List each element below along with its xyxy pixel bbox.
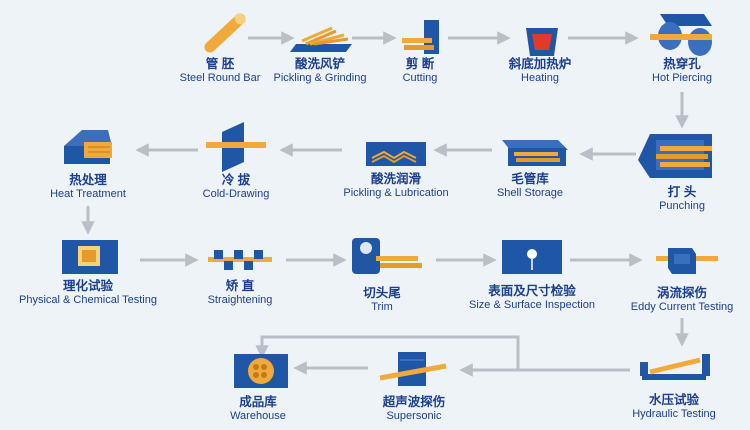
- step-label-zh: 打 头: [667, 185, 697, 199]
- step-label-zh: 涡流探伤: [656, 286, 707, 300]
- pickling-grinding-icon: [290, 26, 352, 52]
- step-label-en: Hot Piercing: [652, 72, 712, 84]
- step-label-zh: 剪 断: [405, 57, 435, 71]
- step-label-zh: 斜底加热炉: [508, 57, 572, 71]
- step-label-en: Trim: [371, 301, 393, 313]
- hydraulic-test-icon: [640, 354, 710, 380]
- step-label-en: Hydraulic Testing: [632, 408, 716, 420]
- step-label-zh: 矫 直: [225, 279, 255, 293]
- step-label-zh: 表面及尺寸检验: [488, 284, 576, 298]
- step-label-zh: 酸洗风铲: [294, 57, 345, 71]
- step-label-en: Steel Round Bar: [179, 72, 261, 84]
- step-label-en: Punching: [659, 200, 705, 212]
- step-label-en: Straightening: [207, 294, 273, 306]
- step-label-en: Size & Surface Inspection: [469, 299, 595, 311]
- eddy-current-icon: [656, 248, 718, 274]
- step-label-en: Cutting: [402, 72, 438, 84]
- warehouse-icon: [234, 354, 288, 388]
- round-bar-icon: [204, 13, 246, 53]
- ultrasonic-icon: [379, 352, 447, 386]
- straightening-rollers-icon: [208, 250, 272, 270]
- step-label-zh: 切头尾: [363, 286, 401, 300]
- step-label-zh: 水压试验: [648, 393, 699, 407]
- punching-icon: [638, 134, 712, 178]
- trim-saw-icon: [352, 238, 422, 274]
- step-label-zh: 毛管库: [511, 172, 549, 186]
- step-label-zh: 热穿孔: [663, 57, 701, 71]
- inspection-screen-icon: [502, 240, 562, 274]
- step-label-zh: 成品库: [239, 395, 277, 409]
- step-label-en: Shell Storage: [496, 187, 564, 199]
- shell-storage-icon: [502, 140, 568, 166]
- testing-monitor-icon: [62, 240, 118, 274]
- step-label-en: Heating: [521, 72, 559, 84]
- step-label-en: Supersonic: [386, 410, 442, 422]
- step-label-zh: 冷 拔: [221, 173, 251, 187]
- step-label-en: Warehouse: [230, 410, 286, 422]
- step-label-en: Pickling & Grinding: [273, 72, 367, 84]
- flow-arrows: [81, 31, 689, 377]
- arrow-bypass: [255, 335, 520, 370]
- step-label-en: Heat Treatment: [50, 188, 126, 200]
- step-label-en: Cold-Drawing: [202, 188, 270, 200]
- step-label-zh: 热处理: [69, 173, 107, 187]
- step-label-zh: 理化试验: [62, 279, 113, 293]
- piercing-mill-icon: [650, 14, 712, 56]
- step-label-zh: 超声波探伤: [382, 395, 446, 409]
- cutting-icon: [402, 20, 439, 54]
- cold-drawing-icon: [206, 122, 266, 172]
- furnace-icon: [526, 28, 558, 56]
- step-label-en: Physical & Chemical Testing: [19, 294, 157, 306]
- step-label-zh: 管 胚: [205, 57, 235, 71]
- pickling-tank-icon: [366, 142, 426, 166]
- step-label-en: Pickling & Lubrication: [343, 187, 449, 199]
- heat-treatment-icon: [64, 130, 112, 164]
- step-label-zh: 酸洗润滑: [370, 172, 421, 186]
- step-label-en: Eddy Current Testing: [630, 301, 734, 313]
